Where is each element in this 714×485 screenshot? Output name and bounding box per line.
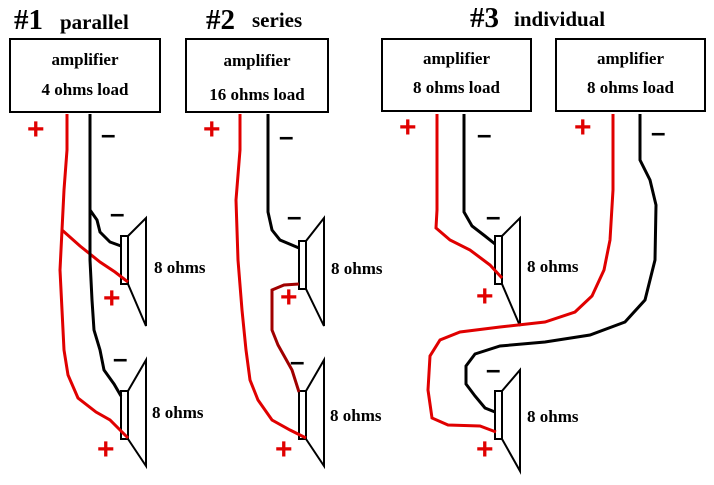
negative-terminal-sign: – (110, 198, 125, 228)
wire-positive-2 (234, 114, 307, 440)
config-2-mode: series (252, 8, 303, 32)
config-2-number: #2 (206, 4, 235, 36)
speaker-3a (494, 215, 521, 327)
wire-negative-3b (464, 114, 658, 414)
config-1-mode: parallel (60, 10, 129, 34)
positive-terminal-sign: + (399, 111, 417, 144)
wire-negative-2 (266, 114, 300, 250)
negative-terminal-sign: – (486, 201, 501, 231)
positive-terminal-sign: + (275, 433, 293, 466)
config-3-number: #3 (470, 2, 499, 34)
negative-terminal-sign: – (486, 354, 501, 384)
amplifier-3a: amplifier 8 ohms load (381, 38, 532, 112)
positive-terminal-sign: + (97, 433, 115, 466)
positive-terminal-sign: + (280, 281, 298, 314)
speaker-rating: 8 ohms (527, 257, 579, 276)
amplifier-title: amplifier (596, 49, 665, 68)
amplifier-title: amplifier (223, 51, 291, 70)
amplifier-1: amplifier 4 ohms load (9, 38, 161, 113)
speaker-rating: 8 ohms (154, 258, 206, 277)
amplifier-2: amplifier 16 ohms load (185, 38, 329, 113)
negative-terminal-sign: – (477, 119, 492, 149)
positive-terminal-sign: + (476, 433, 494, 466)
positive-terminal-sign: + (103, 282, 121, 315)
speaker-1a (120, 215, 147, 327)
config-1-number: #1 (14, 4, 43, 36)
wire-positive-3b (426, 114, 615, 434)
negative-terminal-sign: – (101, 119, 116, 149)
positive-terminal-sign: + (476, 280, 494, 313)
speaker-1b (120, 356, 147, 470)
wire-negative-3a (462, 114, 496, 246)
wire-negative-1a (88, 114, 122, 248)
wire-series-link (270, 282, 301, 393)
speaker-rating: 8 ohms (527, 407, 579, 426)
negative-terminal-sign: – (287, 201, 302, 231)
positive-terminal-sign: + (574, 111, 592, 144)
speaker-2b (298, 356, 325, 470)
negative-terminal-sign: – (290, 346, 305, 376)
speaker-rating: 8 ohms (330, 406, 382, 425)
speaker-rating: 8 ohms (152, 403, 204, 422)
speaker-3b (494, 367, 521, 475)
wire-positive-1a (60, 114, 129, 284)
speaker-rating: 8 ohms (331, 259, 383, 278)
negative-terminal-sign: – (279, 121, 294, 151)
negative-terminal-sign: – (651, 117, 666, 147)
config-3-mode: individual (514, 7, 606, 31)
negative-terminal-sign: – (113, 343, 128, 373)
amplifier-title: amplifier (422, 49, 491, 68)
positive-terminal-sign: + (203, 113, 221, 146)
wire-positive-1b (58, 229, 130, 440)
positive-terminal-sign: + (27, 113, 45, 146)
amplifier-load: 8 ohms load (413, 78, 500, 97)
speaker-2a (298, 215, 325, 327)
amplifier-title: amplifier (51, 50, 119, 69)
amplifier-load: 16 ohms load (209, 85, 305, 104)
amplifier-load: 8 ohms load (587, 78, 674, 97)
wire-negative-1b (88, 210, 123, 397)
amplifier-load: 4 ohms load (41, 80, 129, 99)
amplifier-3b: amplifier 8 ohms load (555, 38, 706, 112)
wire-positive-3a (434, 114, 504, 280)
